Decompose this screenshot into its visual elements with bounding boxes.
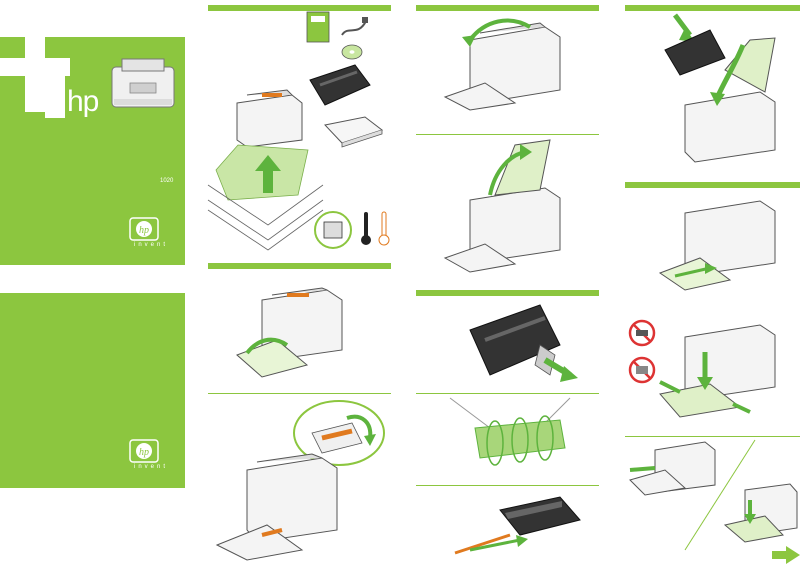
divider-4 <box>416 485 599 486</box>
invent-label: invent <box>134 242 168 248</box>
step-bar-lid <box>416 5 599 11</box>
step-bar-paper <box>625 182 800 188</box>
cartridge-insert-icon <box>655 10 800 170</box>
no-symbol-icon <box>627 318 657 348</box>
brand-text: hp <box>67 85 98 119</box>
arrow-up-icon <box>253 155 283 195</box>
next-arrow-icon[interactable] <box>772 546 800 564</box>
printer-lid-icon <box>440 15 580 110</box>
divider-2 <box>416 134 599 135</box>
step-bar-open <box>208 263 391 269</box>
svg-text:hp: hp <box>139 447 149 458</box>
cover-printer-icon <box>108 55 178 115</box>
printer-lid-open-icon <box>440 140 580 275</box>
cross-motif-h <box>0 58 70 76</box>
tray-icon <box>320 115 385 150</box>
printer-paper-icon <box>655 198 795 293</box>
printer-load-icon <box>655 322 800 422</box>
thermometer-icon <box>360 210 372 246</box>
step-bar-cartridge <box>416 290 599 296</box>
manual-icon <box>305 10 335 45</box>
power-cord-icon <box>340 15 370 40</box>
model-tag: 1020 <box>160 178 173 184</box>
no-symbol-icon-2 <box>627 355 657 385</box>
svg-text:hp: hp <box>139 225 149 236</box>
printer-open-tray-icon <box>232 285 362 380</box>
printer-stack-icon <box>625 440 800 550</box>
cartridge-shake-icon <box>440 398 585 473</box>
divider-3 <box>416 393 599 394</box>
printer-tape-icon <box>212 450 352 560</box>
invent-label-2: invent <box>134 464 168 470</box>
divider-1 <box>208 393 391 394</box>
cartridge-tab-icon <box>450 495 590 555</box>
cartridge-remove-icon <box>460 300 580 390</box>
power-outlet-icon <box>313 210 353 250</box>
divider-5 <box>625 436 800 437</box>
step-bar-unpack <box>208 5 391 11</box>
cross-motif-v2 <box>45 76 65 118</box>
cartridge-icon <box>305 60 375 110</box>
thermometer-light-icon <box>378 210 390 246</box>
